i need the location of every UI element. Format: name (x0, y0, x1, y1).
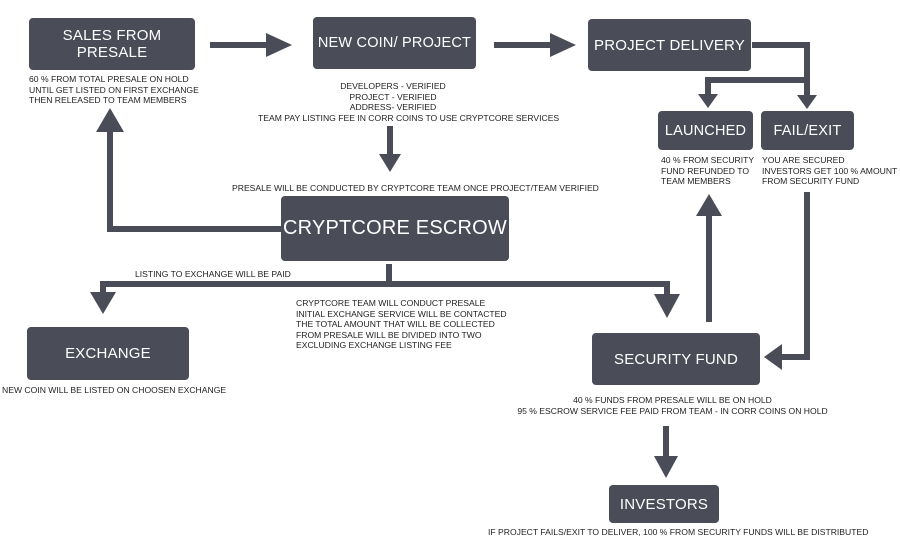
node-project-delivery-label: PROJECT DELIVERY (593, 36, 746, 54)
note-escrow-process: CRYPTCORE TEAM WILL CONDUCT PRESALE INIT… (296, 298, 507, 351)
node-cryptcore-escrow-label: CRYPTCORE ESCROW (283, 217, 507, 239)
node-new-coin-project-label: NEW COIN/ PROJECT (317, 35, 472, 51)
note-fail-exit: YOU ARE SECURED INVESTORS GET 100 % AMOU… (762, 155, 897, 187)
note-exchange-listing: NEW COIN WILL BE LISTED ON CHOOSEN EXCHA… (2, 385, 226, 396)
note-line: INVESTORS GET 100 % AMOUNT (762, 165, 898, 176)
arrow-escrow-to-sales (96, 108, 281, 232)
note-line: 60 % FROM TOTAL PRESALE ON HOLD (29, 74, 189, 84)
note-line: EXCLUDING EXCHANGE LISTING FEE (296, 340, 452, 351)
node-launched-label: LAUNCHED (664, 122, 747, 139)
note-sales-presale: 60 % FROM TOTAL PRESALE ON HOLD UNTIL GE… (29, 74, 199, 106)
note-line: UNTIL GET LISTED ON FIRST EXCHANGE (29, 84, 199, 95)
arrow-fund-to-investors (654, 426, 678, 478)
note-line: FROM SECURITY FUND (762, 176, 860, 187)
note-listing-paid: LISTING TO EXCHANGE WILL BE PAID (135, 269, 291, 280)
note-line: TEAM MEMBERS (661, 176, 731, 187)
node-investors: INVESTORS (609, 485, 719, 523)
note-investors: IF PROJECT FAILS/EXIT TO DELIVER, 100 % … (488, 527, 868, 538)
note-line: PROJECT - VERIFIED (349, 91, 437, 102)
node-exchange: EXCHANGE (27, 327, 189, 380)
note-line: INITIAL EXCHANGE SERVICE WILL BE CONTACT… (296, 308, 507, 319)
note-line: THE TOTAL AMOUNT THAT WILL BE COLLECTED (296, 319, 495, 330)
note-line: ADDRESS- VERIFIED (349, 102, 437, 113)
arrow-delivery-split (698, 42, 817, 109)
node-security-fund-label: SECURITY FUND (614, 350, 738, 368)
note-line: PRESALE WILL BE CONDUCTED BY CRYPTCORE T… (232, 183, 599, 193)
node-sales-from-presale-label: SALES FROM PRESALE (62, 27, 162, 61)
note-line: YOU ARE SECURED (762, 155, 845, 165)
arrow-newcoin-to-delivery (494, 33, 576, 57)
note-line: DEVELOPERS - VERIFIED (340, 81, 446, 91)
node-fail-exit: FAIL/EXIT (761, 111, 854, 150)
note-line: IF PROJECT FAILS/EXIT TO DELIVER, 100 % … (488, 527, 869, 537)
note-line: NEW COIN WILL BE LISTED ON CHOOSEN EXCHA… (2, 385, 227, 395)
node-sales-from-presale: SALES FROM PRESALE (29, 18, 195, 70)
note-line: CRYPTCORE TEAM WILL CONDUCT PRESALE (296, 298, 486, 308)
note-new-coin: DEVELOPERS - VERIFIED PROJECT - VERIFIED… (258, 81, 560, 123)
note-presale-conducted: PRESALE WILL BE CONDUCTED BY CRYPTCORE T… (232, 183, 599, 194)
node-exchange-label: EXCHANGE (65, 345, 151, 362)
note-line: 95 % ESCROW SERVICE FEE PAID FROM TEAM -… (517, 405, 828, 416)
node-security-fund: SECURITY FUND (592, 333, 760, 385)
node-project-delivery: PROJECT DELIVERY (588, 19, 751, 71)
arrow-fund-to-launched (696, 194, 722, 322)
note-line: 40 % FROM SECURITY (661, 155, 755, 165)
arrow-escrow-split (90, 264, 680, 318)
note-line: LISTING TO EXCHANGE WILL BE PAID (135, 269, 291, 279)
node-cryptcore-escrow: CRYPTCORE ESCROW (281, 196, 509, 261)
node-fail-exit-label: FAIL/EXIT (773, 122, 842, 139)
note-line: FUND REFUNDED TO (661, 165, 750, 176)
note-security-fund: 40 % FUNDS FROM PRESALE WILL BE ON HOLD … (495, 395, 850, 416)
note-line: 40 % FUNDS FROM PRESALE WILL BE ON HOLD (573, 395, 772, 405)
note-line: THEN RELEASED TO TEAM MEMBERS (29, 95, 187, 106)
note-launched: 40 % FROM SECURITY FUND REFUNDED TO TEAM… (661, 155, 754, 187)
note-line: TEAM PAY LISTING FEE IN CORR COINS TO US… (258, 112, 560, 123)
node-investors-label: INVESTORS (619, 495, 709, 513)
arrow-fail-to-fund (764, 192, 810, 370)
arrow-newcoin-to-escrow (379, 126, 401, 172)
node-launched: LAUNCHED (658, 111, 753, 150)
note-line: FROM PRESALE WILL BE DIVIDED INTO TWO (296, 329, 482, 340)
node-new-coin-project: NEW COIN/ PROJECT (313, 17, 476, 69)
arrow-sales-to-newcoin (210, 33, 292, 57)
